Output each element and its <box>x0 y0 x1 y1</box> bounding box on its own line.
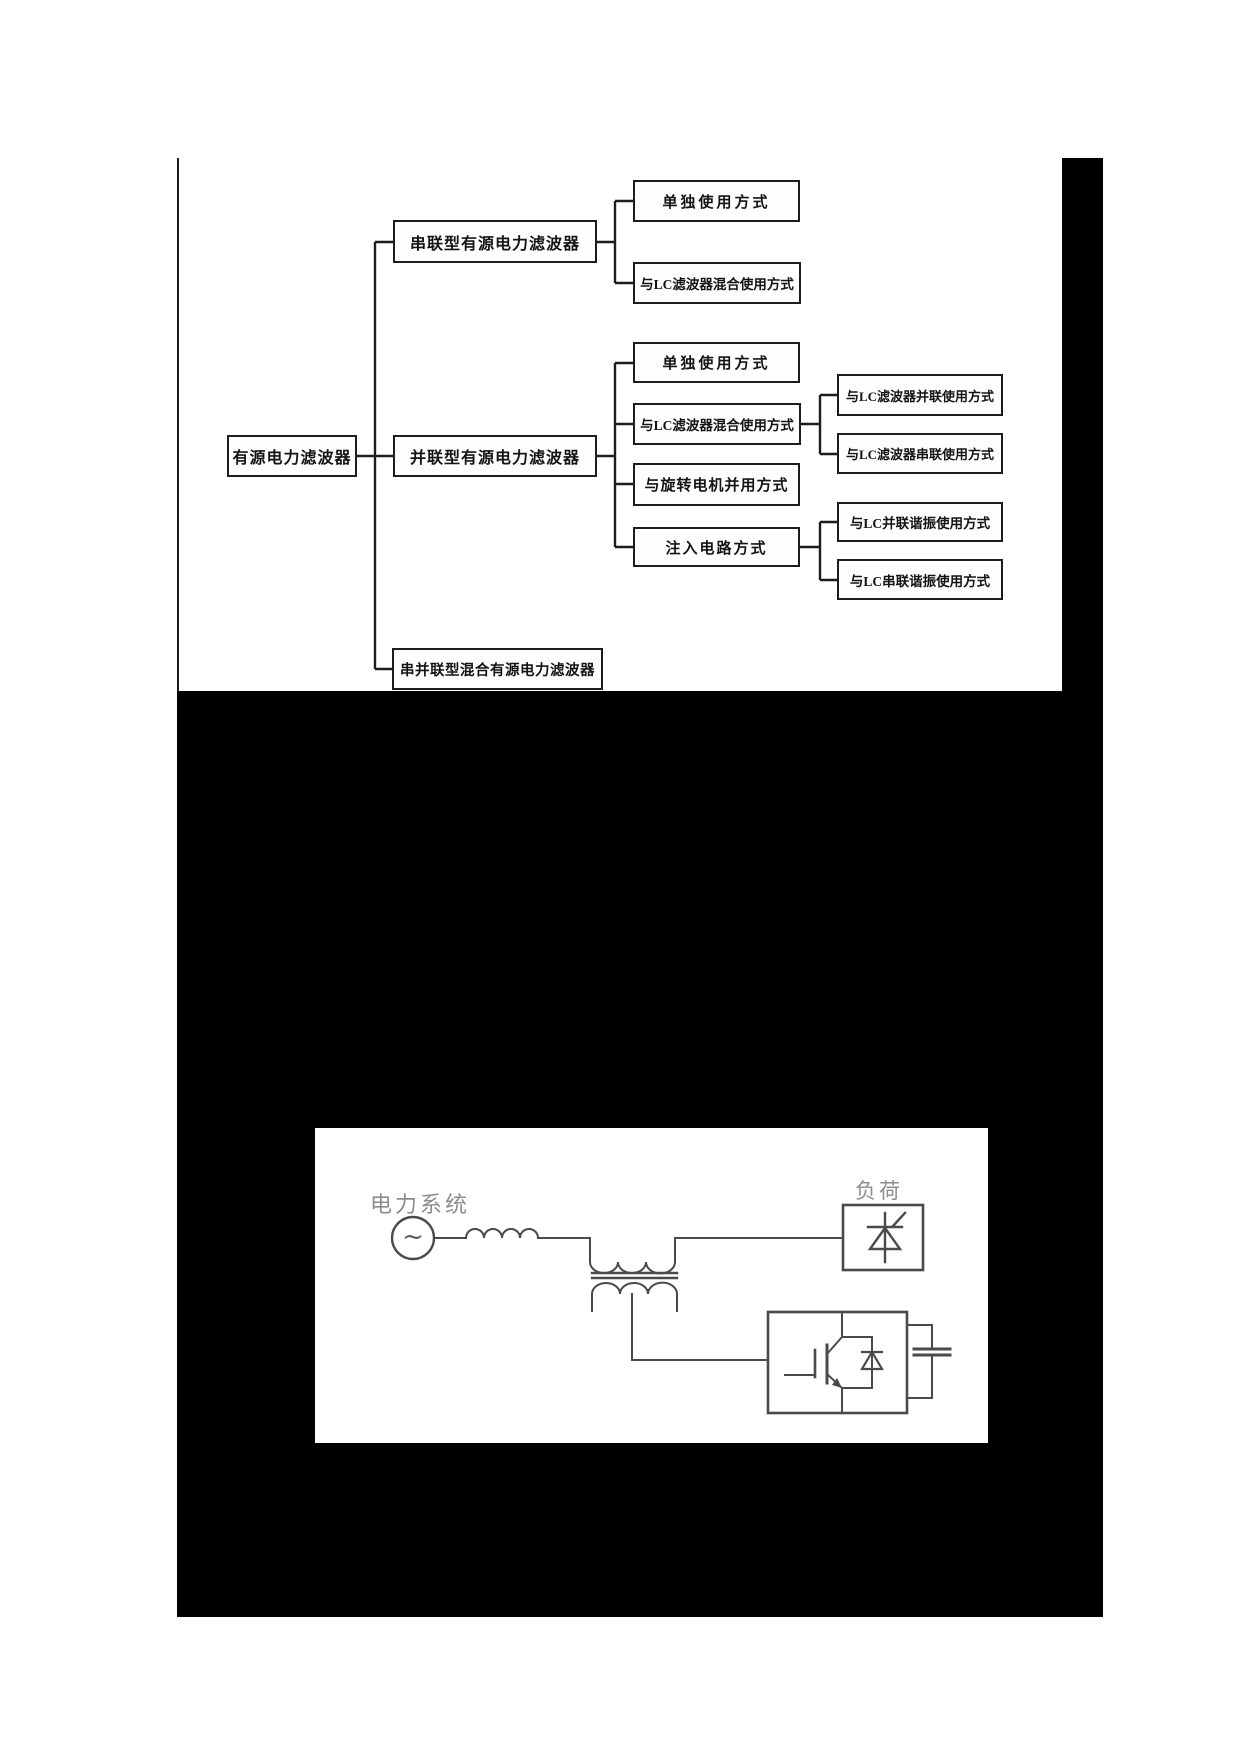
tree-node-lc-series-resonance: 与LC串联谐振使用方式 <box>837 559 1003 600</box>
tree-node-series-apf: 串联型有源电力滤波器 <box>393 220 597 263</box>
load-label: 负荷 <box>855 1179 903 1203</box>
transformer-icon <box>588 1237 679 1312</box>
tree-node-lc-parallel-use: 与LC滤波器并联使用方式 <box>837 374 1003 416</box>
tree-connector-lines <box>177 158 837 691</box>
circuit-diagram: 电力系统 负荷 ~ <box>370 1179 952 1415</box>
tree-node-series-lc-mixed: 与LC滤波器混合使用方式 <box>633 262 801 304</box>
inductor-icon <box>464 1228 540 1240</box>
circuit-figure-inset: 电力系统 负荷 ~ <box>315 1128 988 1443</box>
tree-node-hybrid-apf: 串并联型混合有源电力滤波器 <box>392 648 603 690</box>
tree-node-lc-series-use: 与LC滤波器串联使用方式 <box>837 433 1003 474</box>
load-box <box>841 1203 925 1272</box>
tree-node-lc-parallel-resonance: 与LC并联谐振使用方式 <box>837 502 1003 542</box>
tree-node-series-standalone: 单独使用方式 <box>633 180 800 222</box>
thyristor-icon <box>866 1211 907 1264</box>
redaction-strip-right <box>1062 158 1103 691</box>
tree-node-rotating-machine: 与旋转电机并用方式 <box>633 463 800 506</box>
ac-tilde-symbol: ~ <box>402 1222 424 1252</box>
tree-node-parallel-standalone: 单独使用方式 <box>633 342 800 383</box>
capacitor-icon <box>906 1324 952 1399</box>
inverter-box <box>766 1310 909 1415</box>
tree-node-parallel-apf: 并联型有源电力滤波器 <box>393 435 597 477</box>
power-system-label: 电力系统 <box>370 1192 470 1217</box>
tree-node-root: 有源电力滤波器 <box>227 435 357 477</box>
igbt-icon <box>784 1335 844 1390</box>
tree-node-injection-circuit: 注入电路方式 <box>633 527 800 567</box>
tree-node-parallel-lc-mixed: 与LC滤波器混合使用方式 <box>633 403 801 445</box>
diode-icon <box>860 1349 884 1371</box>
